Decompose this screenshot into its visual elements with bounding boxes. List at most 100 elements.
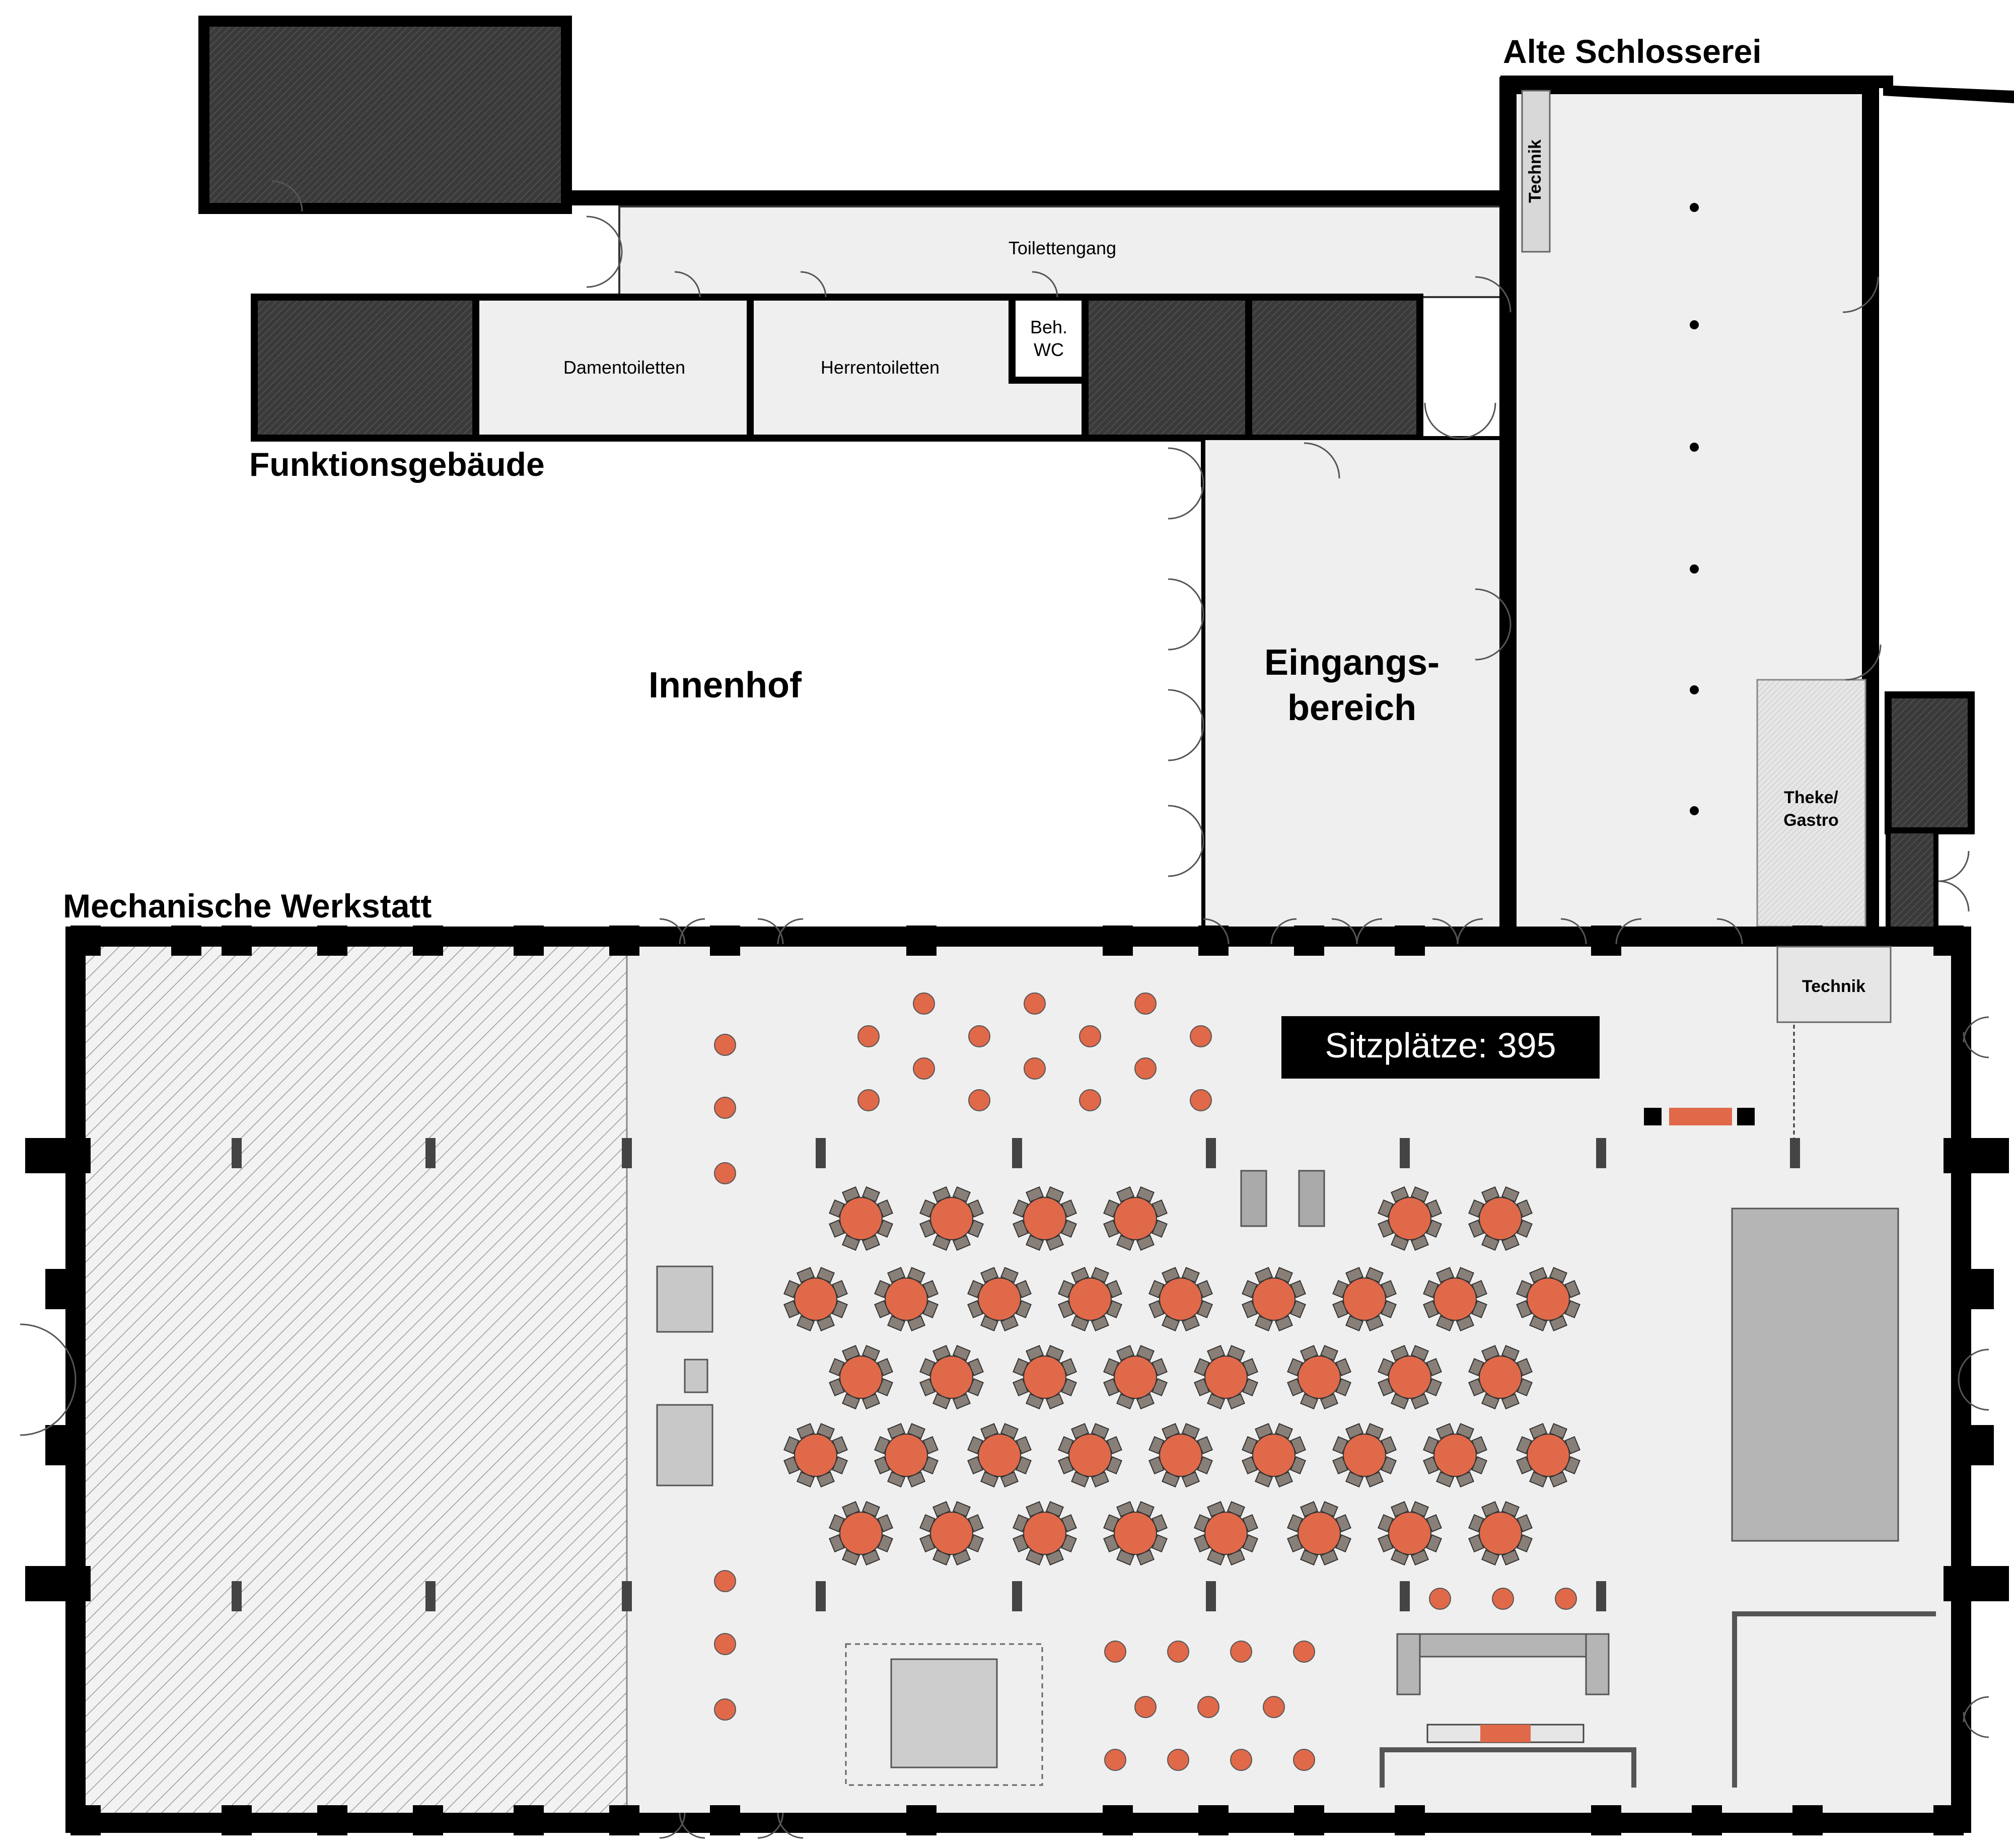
dark-storage-top — [198, 16, 572, 214]
round-table — [1287, 1345, 1351, 1409]
round-table — [1423, 1267, 1487, 1331]
round-table — [1013, 1186, 1077, 1251]
seat-dot — [714, 1698, 736, 1721]
pillar — [1690, 320, 1699, 329]
seat-dot — [857, 1025, 880, 1047]
dark-room-mid — [1082, 294, 1252, 442]
round-table — [1013, 1345, 1077, 1409]
dj-stage-right — [1737, 1108, 1755, 1125]
round-table — [1378, 1501, 1442, 1566]
table-top — [1023, 1356, 1066, 1399]
table-top — [1252, 1277, 1296, 1321]
table-top — [1068, 1434, 1112, 1477]
label-eingang-1: Eingangs- — [1264, 643, 1440, 683]
round-table — [967, 1423, 1032, 1487]
table-top — [839, 1356, 883, 1399]
table-top — [885, 1434, 928, 1477]
table-top — [1023, 1512, 1066, 1555]
stair-room — [1885, 691, 1975, 834]
table-top — [839, 1197, 883, 1240]
seat-dot — [857, 1089, 880, 1111]
seat-dot — [1263, 1696, 1285, 1718]
label-beh-wc-2: WC — [1034, 339, 1064, 360]
seat-dot — [714, 1034, 736, 1056]
table-top — [1479, 1197, 1522, 1240]
round-table — [783, 1423, 848, 1487]
round-table — [1058, 1423, 1122, 1487]
table-top — [1114, 1197, 1157, 1240]
stage-gray-area — [1731, 1207, 1899, 1542]
round-table — [1242, 1423, 1306, 1487]
dark-room-right — [1245, 294, 1423, 442]
seat-dot — [1167, 1641, 1189, 1663]
schlosserei-roof-wall — [1500, 76, 2014, 103]
table-top — [1298, 1512, 1341, 1555]
pillar — [1690, 443, 1699, 452]
table-top — [1204, 1512, 1248, 1555]
round-table — [829, 1186, 893, 1251]
buffet-truss — [1380, 1747, 1636, 1788]
round-table — [1242, 1267, 1306, 1331]
loose-seats — [714, 992, 1577, 1771]
round-table — [783, 1267, 848, 1331]
seat-dot — [1134, 1696, 1157, 1718]
table-top — [1159, 1434, 1202, 1477]
table-top — [1298, 1356, 1341, 1399]
catering-unit-3 — [656, 1404, 713, 1486]
table-top — [978, 1434, 1021, 1477]
round-table — [1194, 1501, 1258, 1566]
dj-stage-bar — [1669, 1108, 1732, 1125]
label-funktionsgebaeude: Funktionsgebäude — [249, 446, 545, 483]
round-table — [1468, 1501, 1533, 1566]
table-top — [1114, 1356, 1157, 1399]
seat-dot — [1134, 1057, 1157, 1080]
seat-dot — [1079, 1089, 1101, 1111]
seat-dot — [714, 1097, 736, 1119]
round-table — [1423, 1423, 1487, 1487]
table-top — [794, 1434, 837, 1477]
round-table — [874, 1267, 939, 1331]
round-table — [919, 1345, 984, 1409]
hatched-area — [86, 947, 627, 1813]
label-toilettengang: Toilettengang — [1009, 238, 1116, 258]
label-herrentoiletten: Herrentoiletten — [821, 357, 940, 378]
round-tables — [783, 1186, 1580, 1566]
seat-dot — [714, 1162, 736, 1184]
round-table — [1468, 1345, 1533, 1409]
truss-frame — [1732, 1611, 1936, 1788]
table-top — [1068, 1277, 1112, 1321]
table-top — [1388, 1197, 1431, 1240]
bar-counter-left — [1396, 1633, 1421, 1695]
doors — [20, 180, 1989, 1839]
seat-dot — [968, 1025, 990, 1047]
entrance-area — [1201, 436, 1507, 939]
corridor-top-wall — [566, 190, 1526, 205]
round-table — [1148, 1267, 1213, 1331]
seat-dot — [1293, 1641, 1315, 1663]
seat-count-badge — [1281, 1016, 1600, 1079]
room-damentoiletten — [472, 294, 754, 442]
pillar — [1690, 203, 1699, 212]
seat-dot — [1079, 1025, 1101, 1047]
theke-gastro — [1756, 679, 1866, 928]
round-table — [1194, 1345, 1258, 1409]
table-top — [930, 1356, 973, 1399]
seat-dot — [1024, 992, 1046, 1015]
seat-dot — [1104, 1749, 1126, 1771]
table-top — [1433, 1434, 1477, 1477]
label-technik-top: Technik — [1526, 139, 1545, 203]
seat-dot — [968, 1089, 990, 1111]
round-table — [1058, 1267, 1122, 1331]
table-top — [885, 1277, 928, 1321]
seat-dot — [1104, 1641, 1126, 1663]
round-table — [1332, 1423, 1397, 1487]
seat-dot — [714, 1570, 736, 1592]
seat-dot — [714, 1633, 736, 1655]
table-top — [1479, 1512, 1522, 1555]
round-table — [967, 1267, 1032, 1331]
lounge-sofa — [890, 1658, 998, 1768]
table-top — [978, 1277, 1021, 1321]
table-top — [1527, 1434, 1570, 1477]
round-table — [829, 1501, 893, 1566]
round-table — [1378, 1345, 1442, 1409]
